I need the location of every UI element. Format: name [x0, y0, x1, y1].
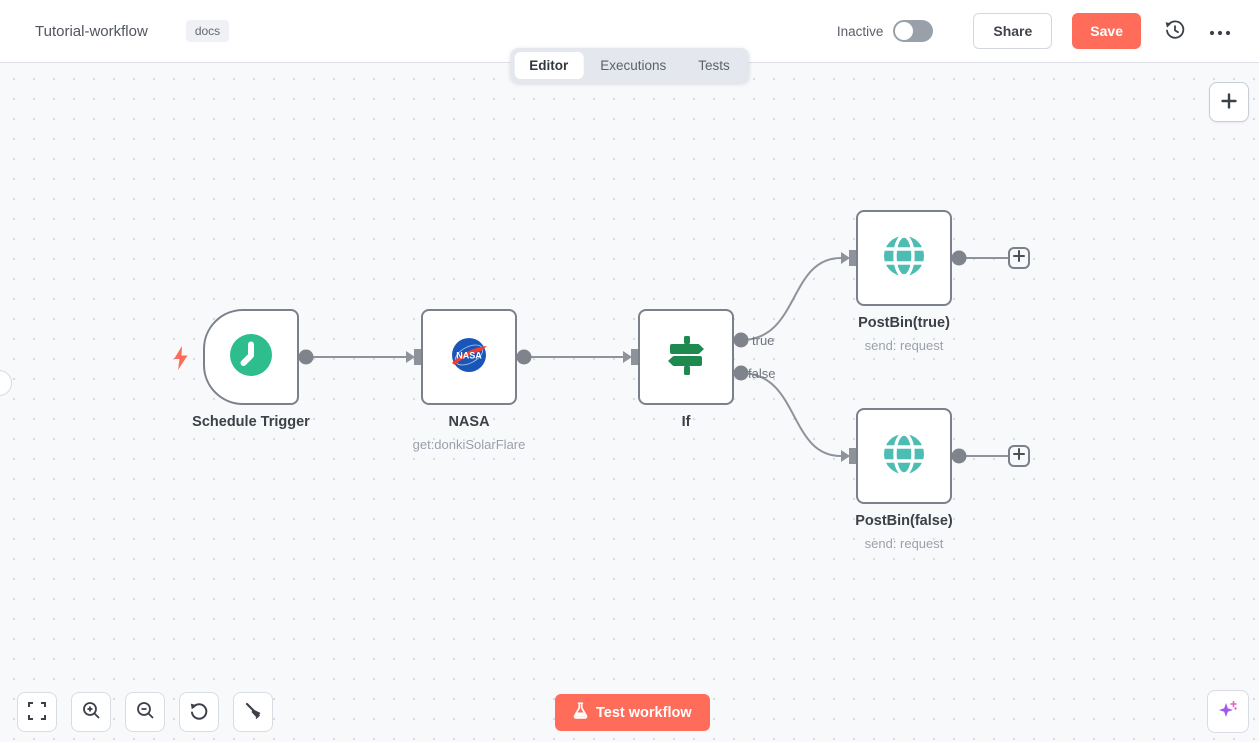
test-workflow-button[interactable]: Test workflow [555, 694, 710, 731]
svg-text:NASA: NASA [456, 350, 482, 360]
workflow-canvas[interactable]: Schedule Trigger NASA NASA get:donkiSola… [0, 63, 1259, 742]
node-label-postbin-false: PostBin(false) [855, 513, 953, 529]
add-connected-node-button-true[interactable] [1008, 247, 1030, 269]
ellipsis-icon [1209, 24, 1231, 39]
view-tabs: Editor Executions Tests [510, 48, 749, 83]
branch-label-true: true [752, 333, 775, 348]
connection-lines [298, 250, 1008, 464]
flask-icon [573, 702, 588, 723]
add-connected-node-button-false[interactable] [1008, 445, 1030, 467]
branch-label-false: false [748, 366, 776, 381]
node-subtitle-nasa: get:donkiSolarFlare [412, 437, 526, 452]
plus-icon [1013, 447, 1025, 465]
share-button[interactable]: Share [973, 13, 1053, 49]
node-label-postbin-true: PostBin(true) [858, 315, 950, 331]
broom-icon [244, 701, 263, 723]
clock-icon [229, 333, 273, 382]
workflow-status-label: Inactive [836, 23, 884, 39]
node-subtitle-postbin-true: send: request [864, 338, 944, 353]
history-icon [1164, 19, 1186, 44]
plus-icon [1013, 249, 1025, 267]
node-label-schedule-trigger: Schedule Trigger [192, 414, 310, 430]
toggle-knob [895, 22, 914, 40]
node-label-nasa: NASA [448, 414, 490, 430]
ai-assistant-button[interactable] [1207, 690, 1249, 733]
zoom-in-icon [82, 701, 101, 723]
undo-icon [189, 701, 209, 724]
node-schedule-trigger[interactable] [203, 309, 299, 405]
globe-icon [881, 431, 927, 482]
workflow-history-button[interactable] [1159, 15, 1191, 47]
plus-icon [1221, 92, 1237, 112]
tab-tests[interactable]: Tests [698, 58, 730, 73]
zoom-in-button[interactable] [71, 692, 111, 732]
top-bar: Tutorial-workflow docs Inactive Share Sa… [0, 0, 1259, 63]
node-subtitle-postbin-false: send: request [864, 536, 944, 551]
tidy-up-button[interactable] [233, 692, 273, 732]
add-node-button[interactable] [1209, 82, 1249, 122]
save-button[interactable]: Save [1072, 13, 1141, 49]
test-workflow-label: Test workflow [596, 704, 692, 721]
nasa-logo-icon: NASA [448, 334, 490, 381]
globe-icon [881, 233, 927, 284]
fit-view-button[interactable] [17, 692, 57, 732]
node-postbin-true[interactable] [856, 210, 952, 306]
active-toggle[interactable] [893, 20, 934, 42]
sparkle-icon [1216, 698, 1240, 725]
fit-view-icon [28, 701, 46, 723]
tab-editor[interactable]: Editor [514, 52, 584, 79]
node-postbin-false[interactable] [856, 408, 952, 504]
node-nasa[interactable]: NASA [421, 309, 517, 405]
more-options-button[interactable] [1203, 15, 1237, 47]
zoom-out-icon [136, 701, 155, 723]
canvas-toolbar [17, 692, 273, 732]
trigger-lightning-icon [171, 345, 191, 376]
zoom-out-button[interactable] [125, 692, 165, 732]
workflow-title[interactable]: Tutorial-workflow [35, 22, 148, 40]
signpost-icon [663, 332, 709, 383]
node-label-if: If [681, 414, 691, 430]
workflow-tag-docs[interactable]: docs [185, 20, 230, 42]
reset-zoom-button[interactable] [179, 692, 219, 732]
node-if[interactable] [638, 309, 734, 405]
tab-executions[interactable]: Executions [600, 58, 667, 73]
